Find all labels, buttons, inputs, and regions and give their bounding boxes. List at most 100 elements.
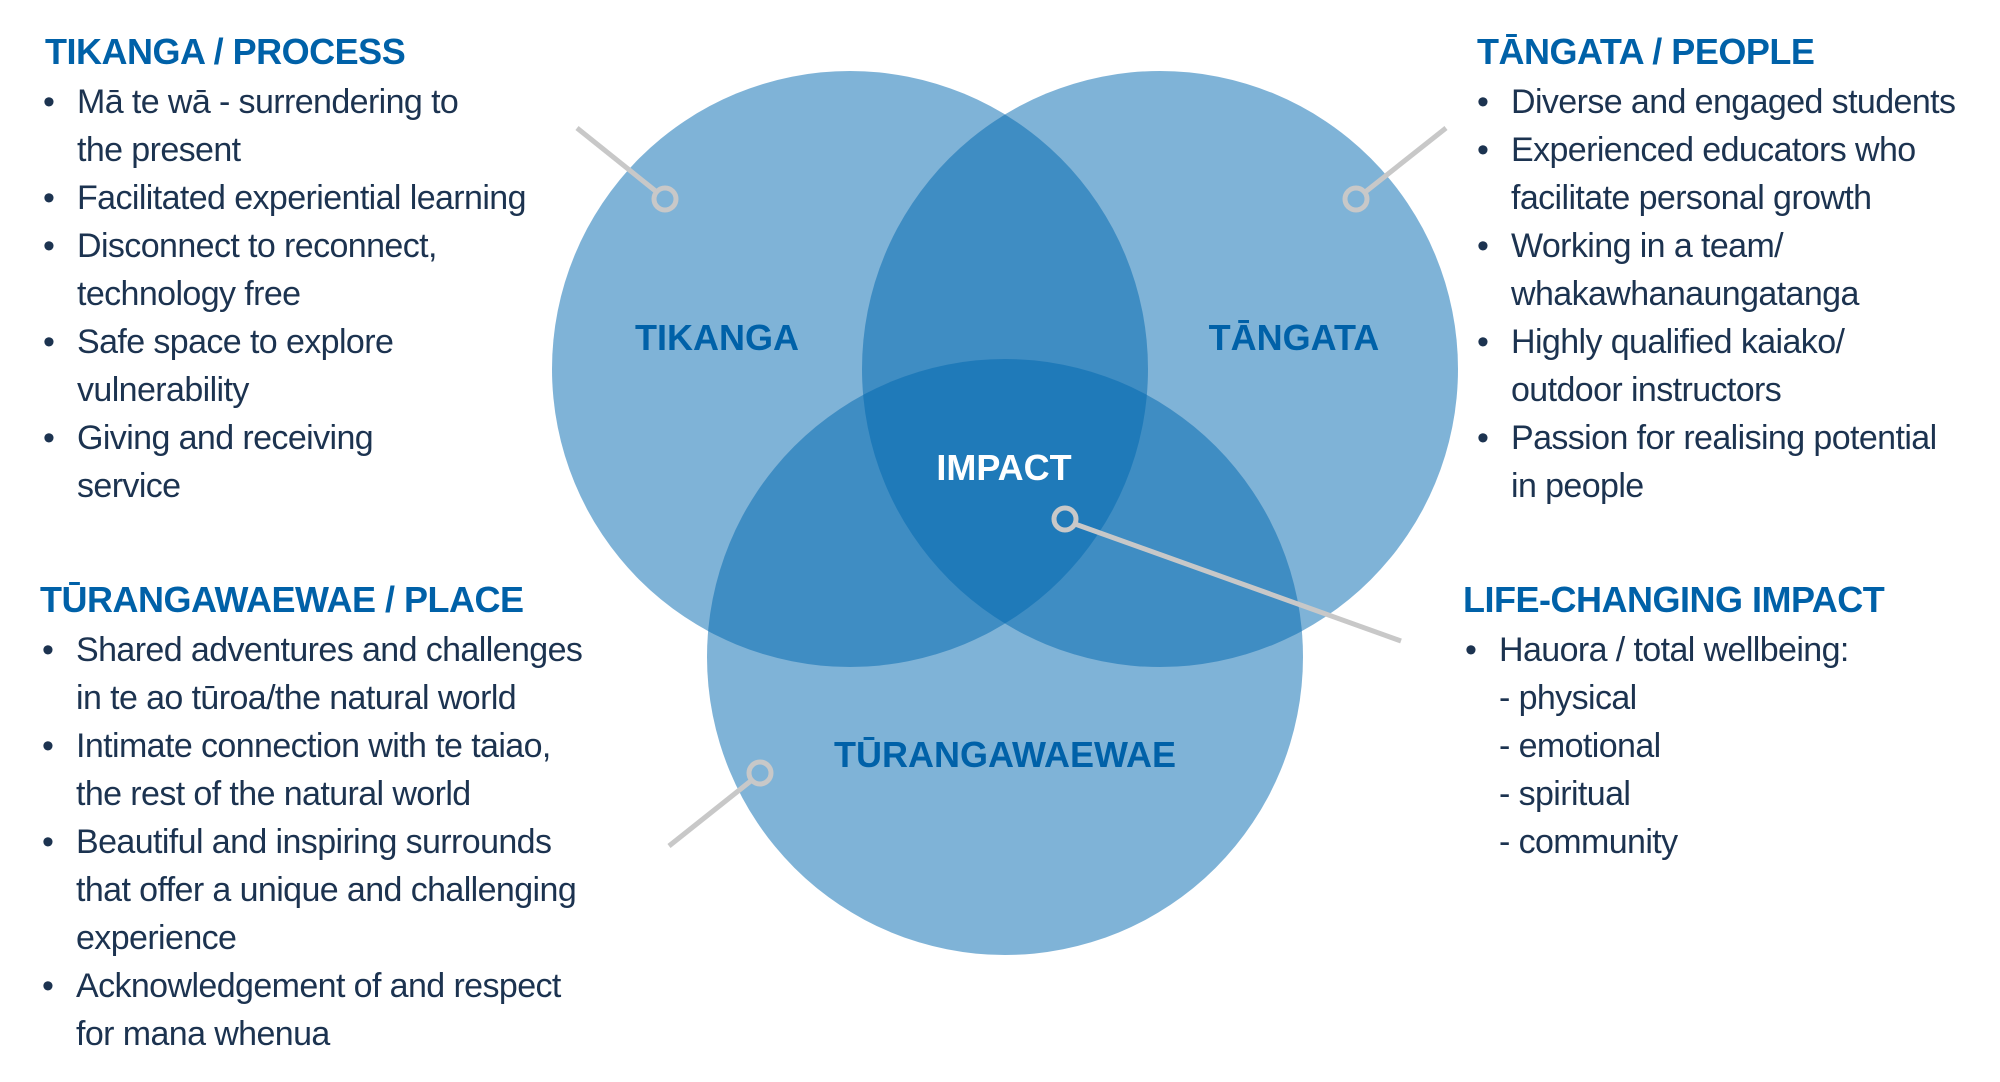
list-item-continuation: experience (40, 914, 582, 962)
tikanga-list: • Mā te wā - surrendering to the present • F… (41, 78, 527, 510)
list-item-continuation: for mana whenua (40, 1010, 582, 1058)
tikanga-heading: TIKANGA / PROCESS (45, 31, 406, 72)
list-item-text: Diverse and engaged students (1511, 83, 1956, 121)
tangata-circle-label: TĀNGATA (1209, 317, 1380, 358)
list-item: • Mā te wā - surrendering to (41, 78, 526, 126)
bullet-icon: • (1477, 323, 1489, 361)
list-item: • Disconnect to reconnect, (41, 222, 526, 270)
list-item-text: outdoor instructors (1511, 371, 1782, 409)
tikanga-connector (575, 126, 660, 195)
list-item-continuation: technology free (41, 270, 526, 318)
list-item-continuation: the present (41, 126, 526, 174)
list-item-continuation: vulnerability (41, 366, 526, 414)
bullet-icon: • (43, 227, 55, 265)
list-item-text: Experienced educators who (1511, 131, 1916, 169)
list-item: • Highly qualified kaiako/ (1475, 318, 1955, 366)
sub-item: - community (1499, 823, 1678, 861)
bullet-icon: • (1477, 83, 1489, 121)
sub-item: - emotional (1499, 727, 1661, 765)
turangawaewae-circle-label: TŪRANGAWAEWAE (834, 734, 1176, 775)
list-item-text: Disconnect to reconnect, (77, 227, 437, 265)
list-item-text: for mana whenua (76, 1015, 330, 1053)
list-item-text: Mā te wā - surrendering to (77, 83, 459, 121)
turangawaewae-section: TŪRANGAWAEWAE / PLACE • Shared adventures… (40, 578, 583, 1058)
list-item-text: facilitate personal growth (1511, 179, 1872, 217)
tangata-section: TĀNGATA / PEOPLE • Diverse and engaged st… (1475, 30, 1956, 510)
list-item: • Working in a team/ (1475, 222, 1955, 270)
bullet-icon: • (42, 727, 54, 765)
tangata-connector (1362, 126, 1448, 195)
list-item: • Beautiful and inspiring surrounds (40, 818, 582, 866)
list-item-text: Intimate connection with te taiao, (76, 727, 551, 765)
list-item-text: Hauora / total wellbeing: (1499, 631, 1849, 669)
list-item: • Safe space to explore (41, 318, 526, 366)
impact-circle-label: IMPACT (936, 447, 1071, 488)
list-item-text: Acknowledgement of and respect (76, 967, 561, 1005)
tangata-list: • Diverse and engaged students • Experience… (1475, 78, 1956, 510)
impact-connector-dot (1051, 505, 1079, 533)
turangawaewae-list: • Shared adventures and challenges in te a… (40, 626, 583, 1058)
list-item: • Giving and receiving (41, 414, 526, 462)
list-item-text: the present (77, 131, 241, 169)
sub-item: - physical (1499, 679, 1637, 717)
list-item: • Passion for realising potential (1475, 414, 1955, 462)
list-item-text: vulnerability (77, 371, 249, 409)
list-item-text: Shared adventures and challenges (76, 631, 583, 669)
bullet-icon: • (1477, 419, 1489, 457)
list-item-continuation: that offer a unique and challenging (40, 866, 582, 914)
impact-heading: LIFE-CHANGING IMPACT (1463, 579, 1885, 620)
turangawaewae-connector (667, 778, 754, 848)
tikanga-section: TIKANGA / PROCESS • Mā te wā - surrenderi… (43, 30, 527, 510)
list-item: • Shared adventures and challenges (40, 626, 583, 674)
list-item-text: that offer a unique and challenging (76, 871, 577, 909)
bullet-icon: • (43, 323, 55, 361)
bullet-icon: • (1477, 131, 1489, 169)
bullet-icon: • (43, 179, 55, 217)
list-item-continuation: whakawhanaungatanga (1475, 270, 1955, 318)
impact-section: LIFE-CHANGING IMPACT •Hauora / total wel… (1463, 578, 1885, 866)
list-item-text: Giving and receiving (77, 419, 374, 457)
list-item-text: in te ao tūroa/the natural world (76, 679, 517, 717)
list-item-continuation: in people (1475, 462, 1955, 510)
list-item-text: Working in a team/ (1511, 227, 1784, 265)
tikanga-circle-label: TIKANGA (635, 317, 799, 358)
list-item-text: Passion for realising potential (1511, 419, 1937, 457)
list-item-continuation: facilitate personal growth (1475, 174, 1955, 222)
list-item-text: whakawhanaungatanga (1511, 275, 1859, 313)
list-item: • Experienced educators who (1475, 126, 1955, 174)
bullet-icon: • (1477, 227, 1489, 265)
list-item: • Diverse and engaged students (1475, 78, 1956, 126)
list-item: •Hauora / total wellbeing: (1463, 626, 1884, 674)
list-item-text: Highly qualified kaiako/ (1511, 323, 1845, 361)
list-item-text: Beautiful and inspiring surrounds (76, 823, 552, 861)
turangawaewae-heading: TŪRANGAWAEWAE / PLACE (40, 579, 524, 620)
list-item-text: Facilitated experiential learning (77, 179, 527, 217)
tangata-heading: TĀNGATA / PEOPLE (1477, 31, 1815, 72)
list-item-continuation: in te ao tūroa/the natural world (40, 674, 582, 722)
list-item-continuation: service (41, 462, 526, 510)
list-item-text: technology free (77, 275, 301, 313)
list-item-continuation: outdoor instructors (1475, 366, 1955, 414)
list-item-continuation: the rest of the natural world (40, 770, 582, 818)
list-item-text: Safe space to explore (77, 323, 394, 361)
bullet-icon: • (42, 631, 54, 669)
turangawaewae-connector-dot (746, 759, 774, 787)
impact-sub-list: - physical - emotional - spiritual - com… (1463, 674, 1884, 866)
list-item: • Acknowledgement of and respect (40, 962, 582, 1010)
list-item-text: service (77, 467, 181, 505)
impact-connector (1074, 521, 1402, 644)
bullet-icon: • (43, 419, 55, 457)
impact-list: •Hauora / total wellbeing: (1463, 626, 1884, 674)
bullet-icon: • (43, 83, 55, 121)
list-item: • Facilitated experiential learning (41, 174, 527, 222)
tangata-connector-dot (1342, 185, 1370, 213)
bullet-icon: • (42, 967, 54, 1005)
list-item: • Intimate connection with te taiao, (40, 722, 582, 770)
sub-item: - spiritual (1499, 775, 1631, 813)
list-item-text: in people (1511, 467, 1644, 505)
bullet-icon: • (42, 823, 54, 861)
tikanga-connector-dot (651, 185, 679, 213)
list-item-text: experience (76, 919, 237, 957)
list-item-text: the rest of the natural world (76, 775, 471, 813)
